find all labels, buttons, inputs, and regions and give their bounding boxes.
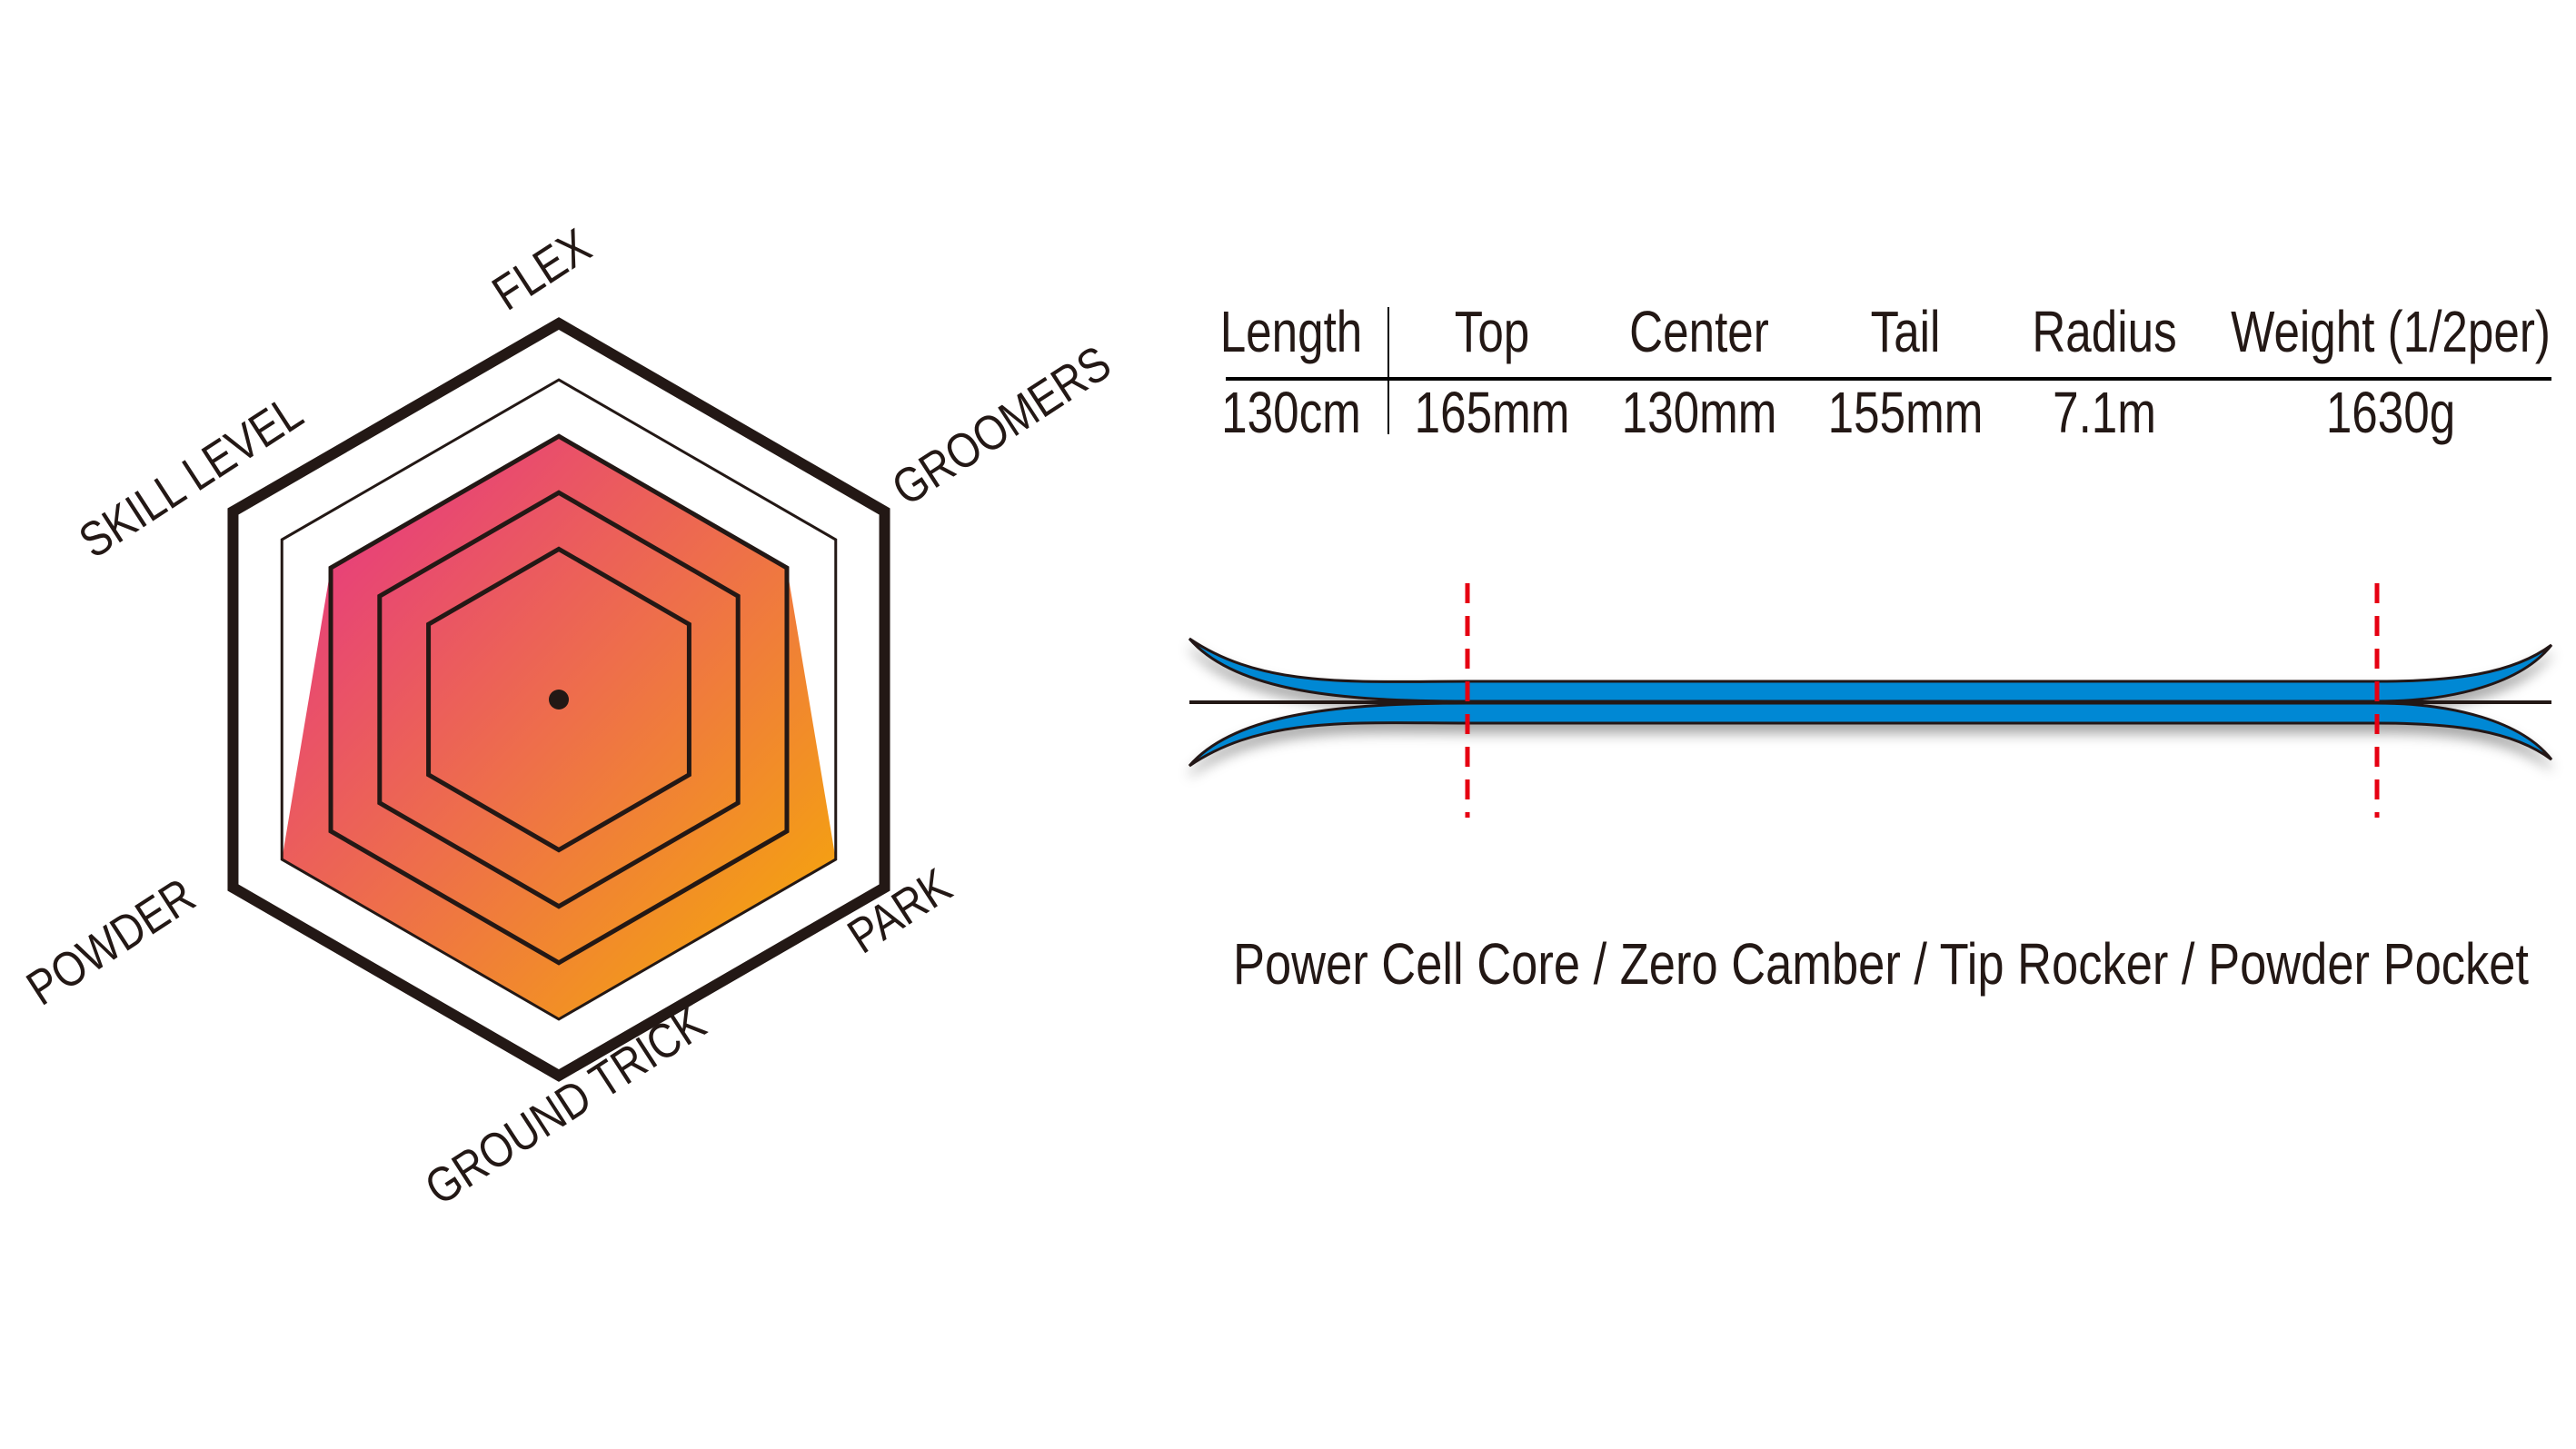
axis-label-powder: POWDER (17, 868, 204, 1016)
radar-data-area (282, 436, 836, 1019)
table-value: 155mm (1828, 382, 1984, 446)
radar-center-dot (549, 690, 569, 710)
axis-label-flex: FLEX (482, 218, 600, 321)
table-header: Top (1455, 301, 1530, 365)
ski-profile (1188, 583, 2553, 818)
table-value: 165mm (1415, 382, 1570, 446)
table-value: 7.1m (2053, 382, 2156, 446)
table-header: Length (1220, 301, 1363, 365)
radar-ring-level-1 (426, 546, 691, 853)
ski-upper-edge (1188, 637, 2553, 703)
table-value: 1630g (2326, 382, 2455, 446)
spec-table: Length Top Center Tail Radius Weight (1/2per)… (1220, 301, 2551, 446)
ski-lower-edge (1188, 701, 2553, 768)
table-header: Radius (2032, 301, 2176, 365)
axis-label-ground-trick: GROUND TRICK (415, 995, 714, 1216)
table-header: Center (1629, 301, 1769, 365)
radar-ring-level-5 (227, 317, 890, 1082)
table-value: 130mm (1622, 382, 1777, 446)
construction-caption: Power Cell Core / Zero Camber / Tip Rock… (1233, 932, 2529, 997)
radar-ring-level-2 (377, 490, 741, 909)
axis-label-park: PARK (839, 858, 961, 964)
table-header: Tail (1871, 301, 1941, 365)
radar-ring-level-3 (328, 433, 790, 966)
axis-label-groomers: GROOMERS (882, 335, 1120, 516)
table-header: Weight (1/2per) (2231, 301, 2551, 365)
radar-ring-level-4 (280, 378, 838, 1021)
radar-chart: FLEX GROOMERS PARK GROUND TRICK POWDER SKILL … (17, 218, 1120, 1216)
table-value: 130cm (1221, 382, 1361, 446)
axis-label-skill-level: SKILL LEVEL (70, 384, 313, 569)
